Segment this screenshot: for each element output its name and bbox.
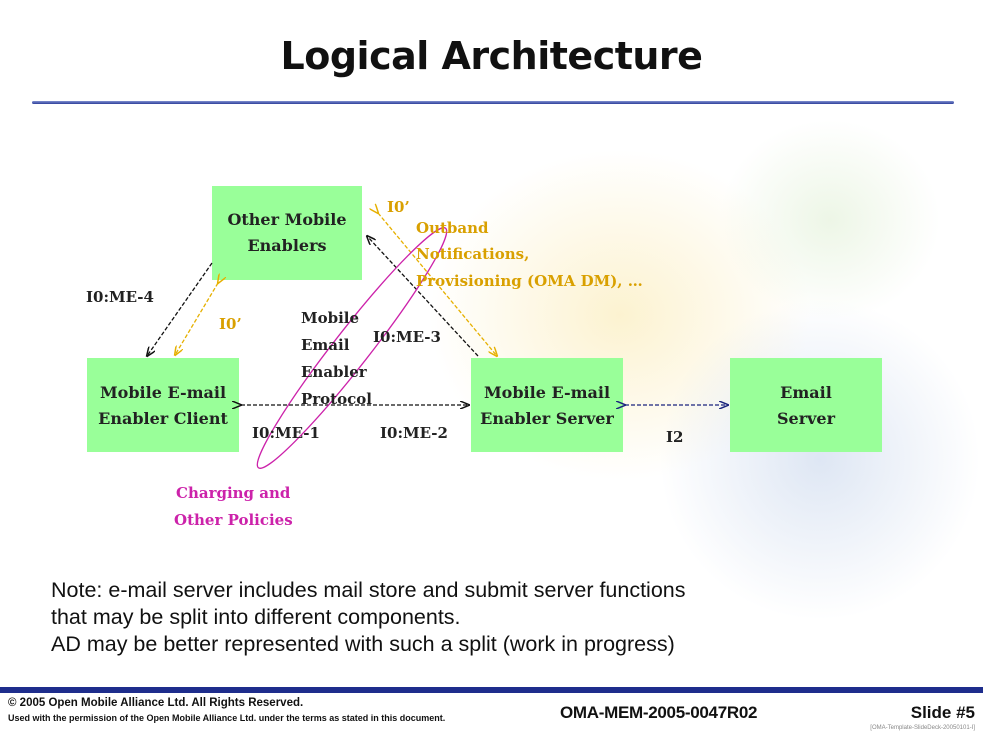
svg-text:Mobile E-mail: Mobile E-mail: [100, 383, 226, 402]
svg-text:Mobile E-mail: Mobile E-mail: [484, 383, 610, 402]
svg-text:Other Policies: Other Policies: [174, 511, 293, 529]
svg-text:Outband: Outband: [416, 219, 489, 237]
label-i0-me-3: I0:ME-3: [373, 328, 441, 346]
svg-text:Enablers: Enablers: [247, 236, 326, 255]
footer-template-id: [OMA-Template-SlideDeck-20050101-I]: [870, 725, 975, 731]
footer-document-id: OMA-MEM-2005-0047R02: [560, 703, 758, 722]
node-email-server: Email Server: [730, 358, 882, 452]
charging-policy-ellipse: [256, 227, 448, 469]
footer-bar: [0, 687, 983, 693]
node-enabler-client: Mobile E-mail Enabler Client: [87, 358, 239, 452]
svg-text:Provisioning (OMA DM), …: Provisioning (OMA DM), …: [416, 272, 643, 290]
slide-title: Logical Architecture: [280, 34, 703, 78]
note-line: Note: e-mail server includes mail store …: [51, 578, 686, 602]
note-line: that may be split into different compone…: [51, 605, 461, 629]
footer-slide-number: Slide #5: [910, 703, 975, 722]
label-i0-me-1: I0:ME-1: [252, 424, 320, 442]
svg-text:Mobile: Mobile: [301, 309, 359, 327]
label-protocol: Mobile Email Enabler Protocol: [301, 309, 372, 408]
svg-text:Server: Server: [777, 409, 836, 428]
node-enabler-server: Mobile E-mail Enabler Server: [471, 358, 623, 452]
footer-permission: Used with the permission of the Open Mob…: [8, 713, 446, 723]
footer-copyright: © 2005 Open Mobile Alliance Ltd. All Rig…: [8, 697, 304, 709]
label-i0-prime-top: I0’: [387, 198, 410, 216]
label-charging: Charging and Other Policies: [174, 484, 293, 529]
arrow-i0-prime-left: [175, 283, 218, 355]
svg-text:Charging and: Charging and: [176, 484, 291, 502]
label-i2: I2: [666, 428, 683, 446]
note-line: AD may be better represented with such a…: [51, 632, 675, 656]
background-blob-blue: [660, 300, 980, 620]
label-i0-prime-left: I0’: [219, 315, 242, 333]
svg-text:Enabler Client: Enabler Client: [98, 409, 228, 428]
label-i0-me-2: I0:ME-2: [380, 424, 448, 442]
svg-text:Protocol: Protocol: [301, 390, 372, 408]
arrow-i0-prime-top: [378, 213, 497, 356]
svg-text:Notifications,: Notifications,: [416, 245, 529, 263]
label-i0-me-4: I0:ME-4: [86, 288, 154, 306]
title-underline: [32, 101, 954, 104]
node-other-mobile-enablers: Other Mobile Enablers: [212, 186, 362, 280]
background-blob-green: [720, 120, 940, 320]
svg-text:Email: Email: [301, 336, 350, 354]
svg-text:Enabler Server: Enabler Server: [480, 409, 614, 428]
label-outband: Outband Notifications, Provisioning (OMA…: [416, 219, 643, 290]
svg-text:Email: Email: [780, 383, 832, 402]
svg-text:Enabler: Enabler: [301, 363, 368, 381]
note-text: Note: e-mail server includes mail store …: [51, 577, 951, 658]
svg-text:Other Mobile: Other Mobile: [227, 210, 346, 229]
